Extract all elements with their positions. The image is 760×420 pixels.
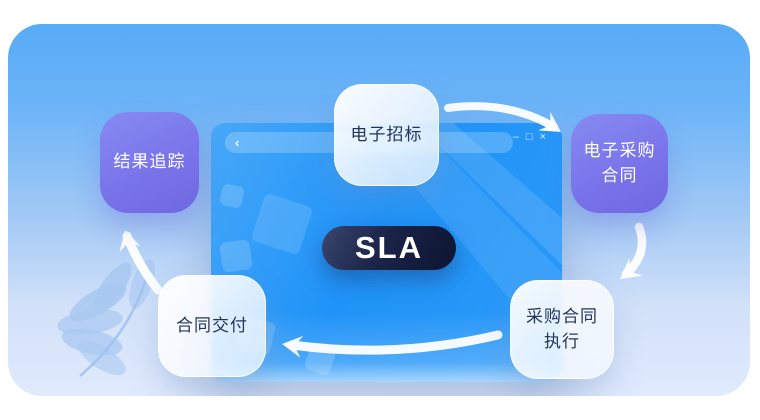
node-label: 采购合同	[526, 306, 598, 326]
node-label: 电子招标	[350, 124, 423, 144]
node-label: 电子采购	[583, 140, 656, 160]
node-e-procurement-contract: 电子采购 合同	[571, 114, 668, 213]
node-label: 结果追踪	[113, 152, 186, 172]
node-label: 合同交付	[176, 315, 248, 335]
leaf-decoration	[57, 259, 155, 377]
node-label: 执行	[544, 331, 580, 351]
window-controls: – □ ×	[513, 132, 546, 143]
node-label: 合同	[601, 165, 638, 185]
minimize-icon: –	[512, 131, 519, 143]
arrowhead	[620, 258, 643, 279]
background-card: ‹ – □ × SLA	[8, 24, 750, 396]
sla-label: SLA	[355, 230, 423, 265]
node-results-tracking: 结果追踪	[100, 112, 199, 213]
close-icon: ×	[539, 131, 546, 143]
node-e-bidding: 电子招标	[334, 84, 439, 186]
back-icon: ‹	[235, 135, 240, 150]
confetti-square	[219, 239, 253, 273]
sla-badge: SLA	[322, 226, 456, 270]
arrow-contract-to-execution	[621, 222, 647, 279]
node-procurement-contract-execution: 采购合同 执行	[510, 280, 614, 379]
node-contract-delivery: 合同交付	[158, 275, 266, 377]
maximize-icon: □	[525, 131, 533, 143]
arrowhead	[119, 230, 141, 253]
